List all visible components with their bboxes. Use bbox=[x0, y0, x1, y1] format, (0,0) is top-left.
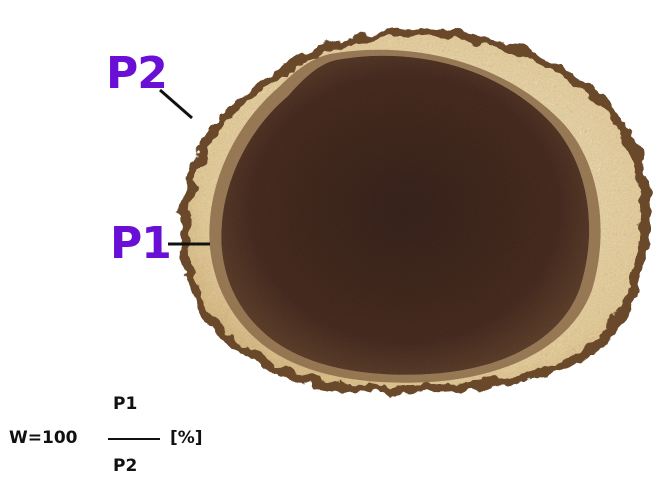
formula-denominator: P2 bbox=[113, 458, 137, 475]
label-p2: P2 bbox=[106, 52, 167, 96]
formula-numerator: P1 bbox=[113, 396, 137, 413]
label-p1: P1 bbox=[110, 222, 171, 266]
formula-unit: [%] bbox=[170, 430, 203, 447]
formula-fraction-bar bbox=[108, 438, 160, 440]
formula-lhs: W=100 bbox=[9, 430, 77, 447]
